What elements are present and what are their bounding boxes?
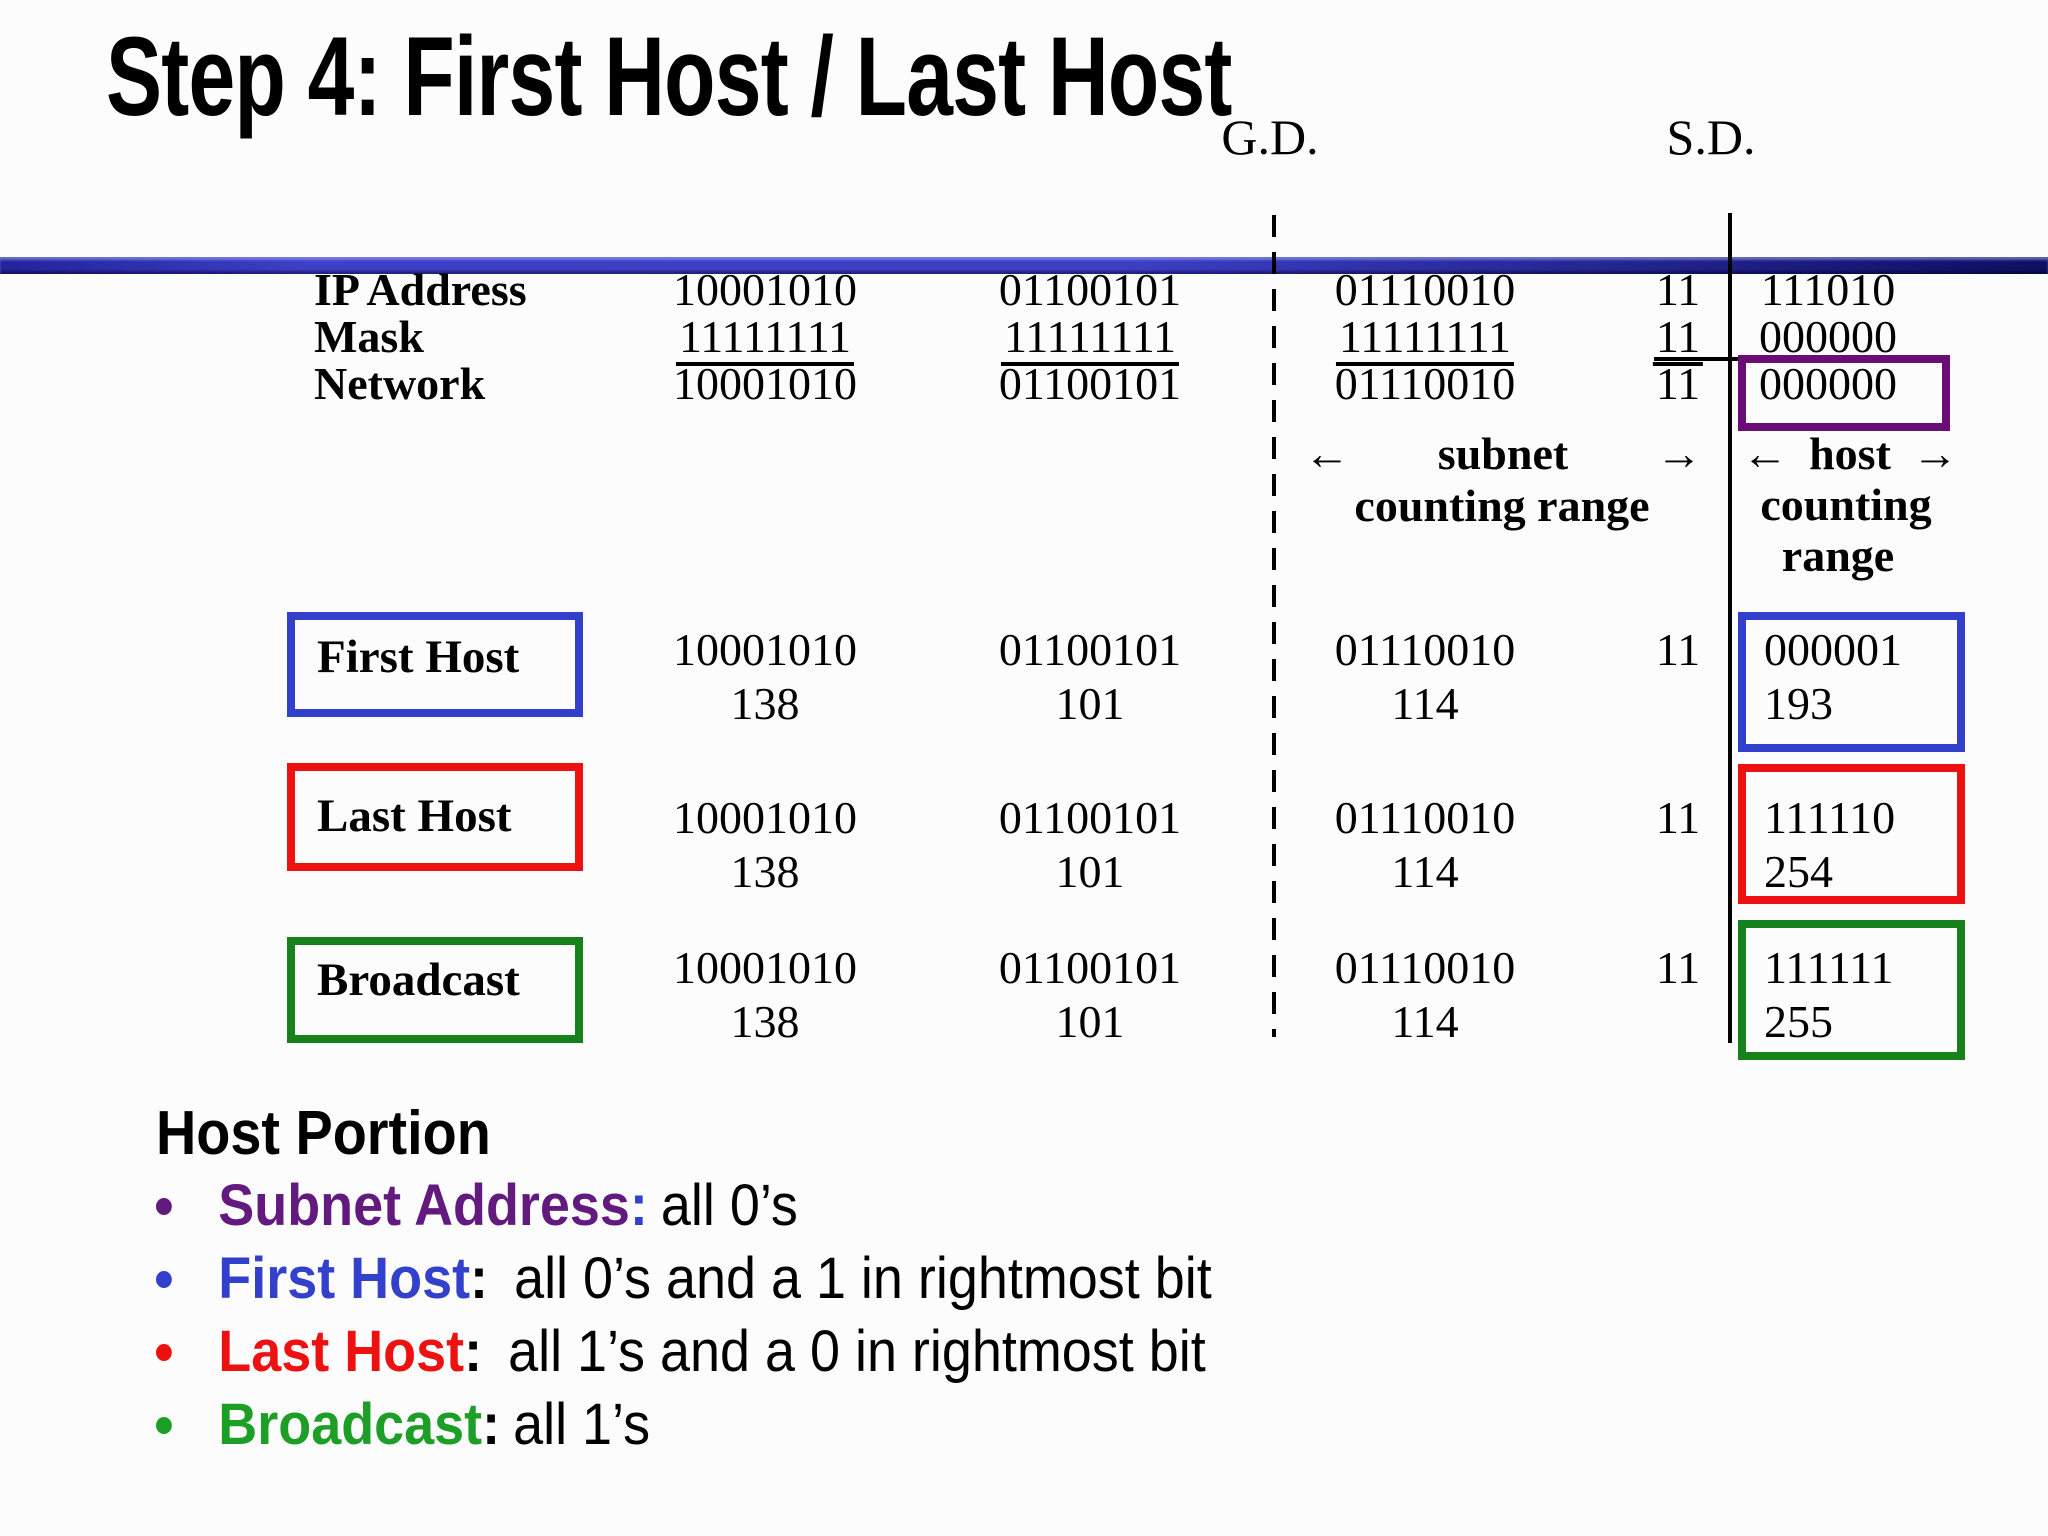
page-title: Step 4: First Host / Last Host: [106, 14, 1232, 139]
sd-column-marker: S.D.: [1666, 109, 1756, 165]
broadcast-label: Broadcast: [317, 954, 520, 1006]
row-label-mask: Mask: [314, 311, 424, 362]
subnet-counting-range-arrows: ← subnet →: [1304, 430, 1702, 478]
broadcast-value-box: [1738, 920, 1965, 1060]
first-host-value-box: [1738, 612, 1965, 752]
ip-octet3: 01110010: [1334, 264, 1516, 315]
last-host-host-bits: 111110: [1764, 792, 1896, 843]
bullet-term: Subnet Address: [218, 1173, 630, 1238]
bullet-subnet-address: Subnet Address : all 0’s: [156, 1170, 798, 1242]
broadcast-octet2-bin: 01100101: [998, 942, 1182, 993]
bullet-term: Broadcast: [218, 1392, 483, 1457]
mask-host-bits: 000000: [1759, 311, 1897, 362]
divider-bar: [0, 257, 2048, 274]
first-host-label-box: First Host: [287, 612, 583, 717]
host-counting-range-arrows: ← host →: [1742, 430, 1958, 478]
bullet-text: all 0’s: [660, 1173, 798, 1238]
last-host-label: Last Host: [317, 790, 512, 842]
bullet-colon: :: [464, 1319, 483, 1384]
first-host-label: First Host: [317, 631, 520, 683]
network-octet3: 01110010: [1334, 358, 1516, 409]
last-host-octet3-bin: 01110010: [1334, 792, 1516, 843]
broadcast-octet1-bin: 10001010: [673, 942, 857, 993]
left-arrow-icon: ←: [1742, 428, 1788, 479]
last-host-value-box: [1738, 764, 1965, 904]
first-host-octet2-dec: 101: [1055, 678, 1125, 729]
sd-solid-line: [1728, 213, 1732, 1043]
ip-host-bits: 111010: [1760, 264, 1896, 315]
bullet-last-host: Last Host : all 1’s and a 0 in rightmost…: [156, 1316, 1206, 1388]
network-host-bits-highlight-box: [1738, 355, 1950, 431]
bullet-dot: [156, 1270, 172, 1288]
bullet-colon: :: [482, 1392, 501, 1457]
host-counting-range-label-line3: range: [1781, 530, 1895, 581]
network-octet1: 10001010: [673, 358, 857, 409]
broadcast-octet2-dec: 101: [1055, 996, 1125, 1047]
last-host-octet1-bin: 10001010: [673, 792, 857, 843]
mask-octet3: 11111111: [1335, 311, 1515, 366]
ip-subnet-bits: 11: [1655, 264, 1701, 315]
last-host-label-box: Last Host: [287, 763, 583, 871]
ip-octet1: 10001010: [673, 264, 857, 315]
mask-subnet-bits: 11: [1652, 311, 1704, 366]
mask-underline-extension: [1654, 357, 1740, 361]
last-host-subnet-bits: 11: [1655, 792, 1701, 843]
bullet-broadcast: Broadcast : all 1’s: [156, 1389, 650, 1461]
last-host-octet2-dec: 101: [1055, 846, 1125, 897]
bullet-term: Last Host: [218, 1319, 465, 1384]
first-host-octet2-bin: 01100101: [998, 624, 1182, 675]
broadcast-label-box: Broadcast: [287, 937, 583, 1043]
bullet-first-host: First Host : all 0’s and a 1 in rightmos…: [156, 1243, 1212, 1315]
mask-octet2: 11111111: [1000, 311, 1180, 366]
last-host-host-dec: 254: [1764, 846, 1833, 897]
broadcast-octet1-dec: 138: [730, 996, 800, 1047]
network-octet2: 01100101: [998, 358, 1182, 409]
network-subnet-bits: 11: [1655, 358, 1701, 409]
host-range-word: host: [1809, 428, 1891, 479]
host-portion-heading: Host Portion: [156, 1099, 491, 1168]
bullet-text: all 1’s and a 0 in rightmost bit: [508, 1319, 1206, 1384]
first-host-subnet-bits: 11: [1655, 624, 1701, 675]
bullet-term: First Host: [218, 1246, 471, 1311]
bullet-colon: :: [629, 1173, 648, 1238]
bullet-colon: :: [470, 1246, 489, 1311]
mask-octet1: 11111111: [675, 311, 855, 366]
subnet-counting-range-label: counting range: [1354, 480, 1650, 531]
broadcast-octet3-bin: 01110010: [1334, 942, 1516, 993]
broadcast-octet3-dec: 114: [1391, 996, 1459, 1047]
first-host-host-dec: 193: [1764, 678, 1833, 729]
subnet-range-word: subnet: [1437, 428, 1569, 479]
bullet-dot: [156, 1416, 172, 1434]
bullet-text: all 0’s and a 1 in rightmost bit: [514, 1246, 1212, 1311]
first-host-octet3-bin: 01110010: [1334, 624, 1516, 675]
network-host-bits: 000000: [1759, 358, 1897, 409]
gd-dashed-line: [1272, 215, 1276, 1037]
broadcast-subnet-bits: 11: [1655, 942, 1701, 993]
first-host-octet1-bin: 10001010: [673, 624, 857, 675]
last-host-octet2-bin: 01100101: [998, 792, 1182, 843]
row-label-network: Network: [314, 358, 486, 409]
last-host-octet3-dec: 114: [1391, 846, 1459, 897]
bullet-text: all 1’s: [513, 1392, 651, 1457]
first-host-octet3-dec: 114: [1391, 678, 1459, 729]
broadcast-host-bits: 111111: [1764, 942, 1894, 993]
ip-octet2: 01100101: [998, 264, 1182, 315]
last-host-octet1-dec: 138: [730, 846, 800, 897]
left-arrow-icon: ←: [1304, 428, 1350, 479]
bullet-dot: [156, 1197, 172, 1215]
host-counting-range-label-line2: counting: [1760, 479, 1932, 530]
bullet-dot: [156, 1343, 172, 1361]
first-host-octet1-dec: 138: [730, 678, 800, 729]
first-host-host-bits: 000001: [1764, 624, 1902, 675]
right-arrow-icon: →: [1655, 428, 1702, 479]
gd-column-marker: G.D.: [1221, 109, 1319, 165]
broadcast-host-dec: 255: [1764, 996, 1833, 1047]
row-label-ip-address: IP Address: [314, 264, 527, 315]
right-arrow-icon: →: [1912, 428, 1958, 479]
